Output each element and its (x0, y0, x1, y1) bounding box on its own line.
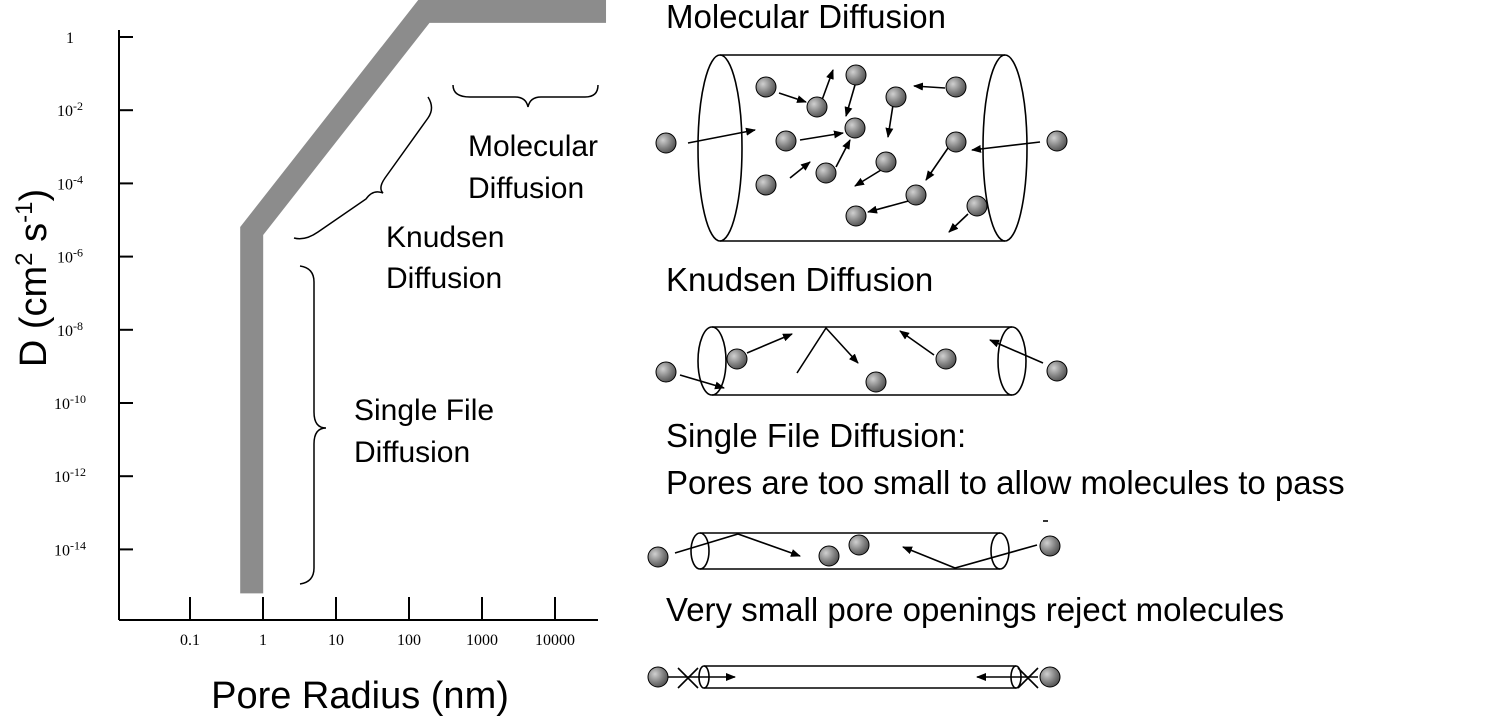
knudsen-brace (293, 96, 433, 240)
knudsen-paths (679, 326, 1044, 390)
single-file-molecules (647, 534, 1061, 568)
y-tick-label-7: 10-14 (54, 538, 86, 559)
molecular-arrows (687, 69, 1041, 233)
y-tick-label-5: 10-10 (54, 392, 86, 413)
knudsen-molecules (655, 348, 1068, 393)
y-tick-label-3: 10-6 (57, 246, 83, 267)
x-axis-ticks: 0.1 1 10 100 1000 10000 (180, 597, 575, 649)
region-label-single-file: Single File Diffusion (354, 394, 502, 469)
x-tick-label-3: 100 (397, 632, 421, 649)
x-tick-label-5: 10000 (535, 632, 575, 649)
molecular-molecules (655, 64, 1068, 227)
knudsen-panel-title: Knudsen Diffusion (666, 261, 933, 298)
y-tick-label-4: 10-8 (57, 319, 83, 340)
knudsen-pore-tube (697, 326, 1027, 396)
reject-pore-tube (698, 665, 1022, 689)
x-tick-label-4: 1000 (466, 632, 498, 649)
molecular-panel-title: Molecular Diffusion (666, 0, 946, 35)
diagram-panels: Molecular Diffusion (647, 0, 1345, 689)
chart: 1 10-2 10-4 10-6 10-8 10-10 10-12 10-14 0.1 1 10 1… (11, 0, 607, 717)
single-file-brace (299, 265, 327, 585)
diffusivity-band-line (240, 0, 607, 594)
molecular-brace (452, 84, 599, 108)
x-tick-label-2: 10 (328, 632, 344, 649)
y-axis-ticks: 1 10-2 10-4 10-6 10-8 10-10 10-12 10-14 (54, 30, 133, 559)
x-axis-title: Pore Radius (nm) (211, 675, 509, 717)
single-file-pore-tube (690, 532, 1010, 570)
single-file-panel-title: Single File Diffusion: Pores are too sma… (666, 417, 1345, 501)
y-axis-title: D (cm2 s-1) (11, 189, 55, 367)
x-tick-label-1: 1 (259, 632, 267, 649)
y-tick-label-1: 10-2 (57, 99, 83, 120)
region-label-knudsen: Knudsen Diffusion (386, 221, 513, 295)
reject-panel-title: Very small pore openings reject molecule… (666, 591, 1284, 628)
reject-paths (668, 667, 1039, 689)
region-label-molecular: Molecular Diffusion (468, 130, 606, 205)
y-tick-label-2: 10-4 (57, 172, 83, 193)
x-tick-label-0: 0.1 (180, 632, 200, 649)
single-file-paths (674, 520, 1048, 569)
diffusivity-band (240, 0, 607, 594)
y-tick-label-0: 1 (66, 30, 74, 47)
y-tick-label-6: 10-12 (54, 465, 86, 486)
reject-molecules (647, 666, 1061, 688)
